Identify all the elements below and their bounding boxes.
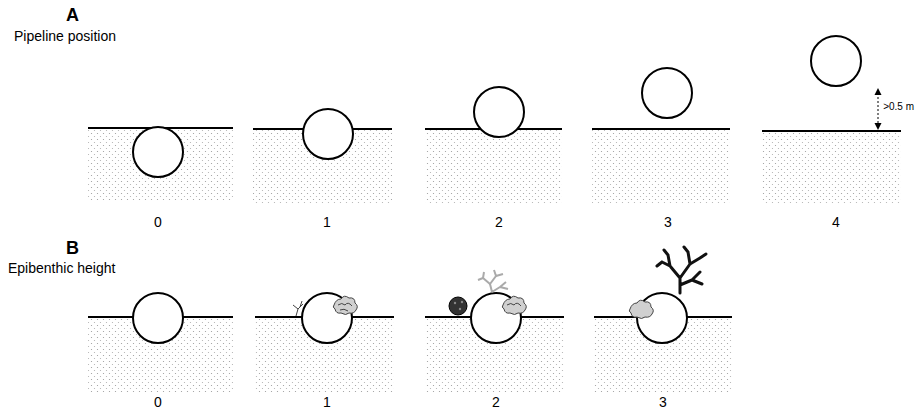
panel-letter: B <box>66 239 79 259</box>
pipeline <box>133 293 687 343</box>
panel-b <box>88 247 732 392</box>
clearance-arrow <box>878 93 879 126</box>
epibenthos-2 <box>449 270 526 315</box>
panel-a <box>88 36 901 205</box>
height-number: 0 <box>154 395 162 410</box>
clearance-arrowheads <box>875 88 882 130</box>
sediment <box>88 317 732 392</box>
height-number: 3 <box>659 395 667 410</box>
height-number: 2 <box>492 395 500 410</box>
position-number: 4 <box>832 215 840 230</box>
epibenthos-3 <box>629 247 706 319</box>
position-number: 3 <box>664 215 672 230</box>
position-number: 0 <box>154 215 162 230</box>
panel-title: Pipeline position <box>14 29 116 44</box>
height-number: 1 <box>323 395 331 410</box>
pipeline <box>133 36 861 177</box>
panel-title: Epibenthic height <box>8 261 115 276</box>
position-number: 2 <box>495 215 503 230</box>
sediment <box>88 128 901 205</box>
position-number: 1 <box>323 215 331 230</box>
dimension-label: >0.5 m <box>883 101 914 112</box>
epibenthos-1 <box>293 296 357 316</box>
panel-letter: A <box>66 6 79 26</box>
